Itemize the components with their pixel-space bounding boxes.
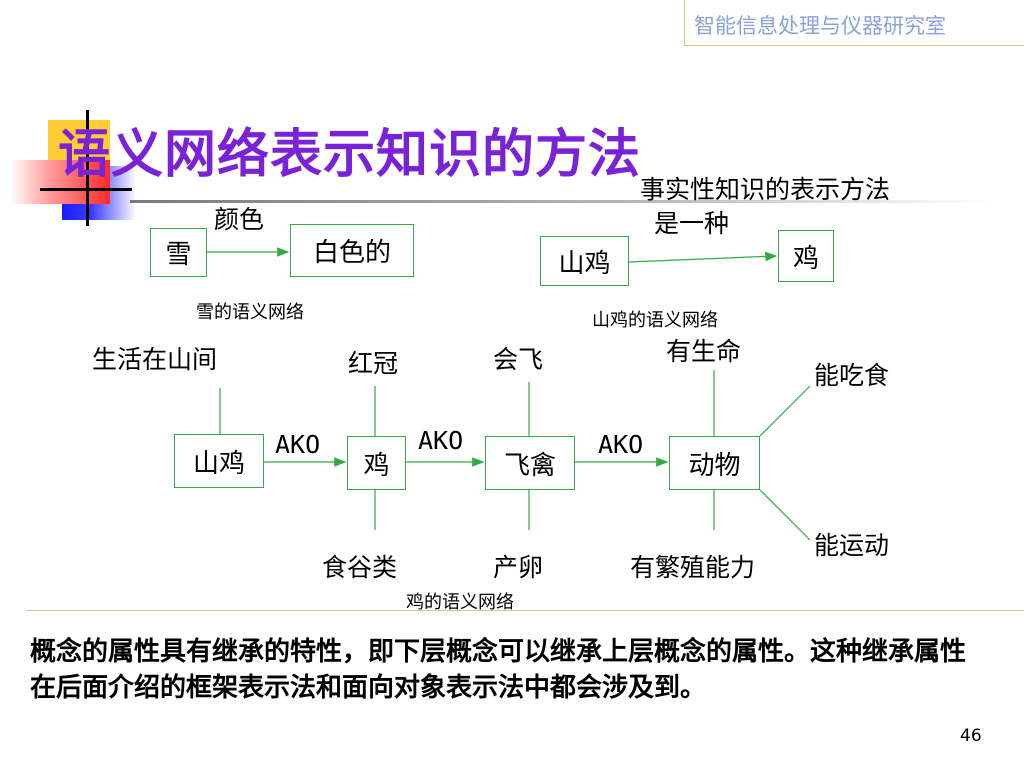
edge-label-color: 颜色: [214, 205, 265, 234]
attr-alive: 有生命: [666, 337, 742, 366]
attr-can-fly: 会飞: [493, 345, 544, 374]
slide-title: 语义网络表示知识的方法: [58, 124, 642, 185]
page-number: 46: [960, 726, 982, 746]
edge-label-fact-line1: 事实性知识的表示方法: [640, 175, 891, 204]
ako-label-1: AKO: [275, 430, 321, 459]
node-fowl: 飞禽: [485, 436, 575, 490]
attr-red-crest: 红冠: [348, 349, 399, 378]
ako-label-3: AKO: [598, 430, 644, 459]
attr-can-move: 能运动: [814, 531, 890, 560]
attr-lives-in-mountains: 生活在山间: [92, 345, 218, 374]
node-pheasant: 山鸡: [174, 434, 264, 488]
attr-reproduces: 有繁殖能力: [630, 553, 756, 582]
header-frame: [684, 0, 1024, 46]
decor-vertical-line: [86, 110, 89, 226]
attr-eats-grain: 食谷类: [322, 553, 398, 582]
lab-name: 智能信息处理与仪器研究室: [694, 14, 946, 38]
node-chicken-top: 鸡: [778, 230, 834, 282]
node-white: 白色的: [290, 224, 414, 277]
attr-can-eat: 能吃食: [814, 361, 890, 390]
attr-lays-eggs: 产卵: [493, 553, 544, 582]
title-underline: [130, 200, 990, 203]
node-animal: 动物: [669, 436, 760, 490]
caption-chicken-network: 鸡的语义网络: [406, 592, 514, 613]
caption-snow-network: 雪的语义网络: [196, 302, 304, 323]
node-pheasant-top: 山鸡: [540, 236, 629, 286]
node-snow: 雪: [150, 228, 207, 277]
decor-red-square: [10, 160, 110, 204]
caption-pheasant-network: 山鸡的语义网络: [592, 310, 718, 331]
inheritance-paragraph: 概念的属性具有继承的特性，即下层概念可以继承上层概念的属性。这种继承属性在后面介…: [30, 637, 967, 703]
footer-divider: [26, 610, 1024, 611]
edge-pheasant-chicken-top: [628, 251, 778, 263]
node-chicken: 鸡: [347, 436, 406, 490]
decor-horizontal-line: [40, 188, 132, 191]
edge-can-eat: [759, 385, 811, 437]
edge-label-fact-line2: 是一种: [654, 209, 730, 238]
ako-label-2: AKO: [418, 426, 464, 455]
edge-can-move: [759, 489, 811, 541]
